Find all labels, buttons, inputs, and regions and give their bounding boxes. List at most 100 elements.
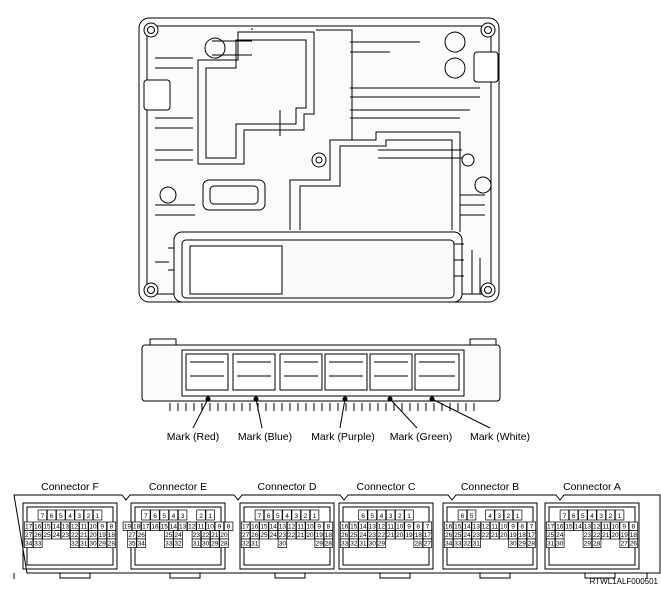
pin-number: 23 <box>473 532 481 539</box>
pin-number: 7 <box>258 513 262 520</box>
pin-number: 8 <box>520 524 524 531</box>
pin-cell <box>578 509 588 521</box>
figure-code: RTWL1ALF000501 <box>590 577 659 586</box>
mark-label-blue: Mark (Blue) <box>238 431 292 443</box>
pin-cell <box>296 530 306 540</box>
pin-number: 17 <box>424 532 432 539</box>
connector-f-housing <box>22 502 118 570</box>
pin-number: 9 <box>511 524 515 531</box>
pin-number: 26 <box>34 532 42 539</box>
pin-number: 15 <box>350 524 358 531</box>
connector-e-label: Connector E <box>149 481 207 493</box>
pin-cell <box>33 538 43 548</box>
pin-number: 24 <box>174 532 182 539</box>
pin-cell <box>268 530 278 540</box>
pin-number: 26 <box>445 532 453 539</box>
pin-number: 4 <box>285 513 289 520</box>
pin-number: 18 <box>108 532 116 539</box>
pin-number: 4 <box>488 513 492 520</box>
ecu-housing-top-view <box>138 17 500 303</box>
pin-number: 23 <box>62 532 70 539</box>
pin-number: 28 <box>593 541 601 548</box>
pin-cell <box>480 530 491 540</box>
pin-cell <box>349 538 359 548</box>
pin-number: 19 <box>509 532 517 539</box>
pin-cell <box>610 530 620 540</box>
pin-number: 10 <box>207 524 215 531</box>
pin-cell <box>164 538 174 548</box>
pin-cell <box>127 538 137 548</box>
pin-number: 10 <box>611 524 619 531</box>
pin-number: 33 <box>165 541 173 548</box>
pin-cell <box>462 538 472 548</box>
pin-number: 10 <box>306 524 314 531</box>
pin-cell <box>173 538 183 548</box>
connector-d-label: Connector D <box>258 481 317 493</box>
pin-number: 28 <box>325 541 333 548</box>
pin-number: 27 <box>621 541 629 548</box>
pin-number: 14 <box>53 524 61 531</box>
pin-cell <box>453 538 463 548</box>
pin-cell <box>526 538 537 548</box>
pin-cell <box>404 509 414 521</box>
pin-cell <box>564 521 574 531</box>
pin-number: 14 <box>463 524 471 531</box>
pin-number: 7 <box>41 513 45 520</box>
pin-number: 19 <box>316 532 324 539</box>
pin-number: 19 <box>405 532 413 539</box>
pin-number: 29 <box>584 541 592 548</box>
pin-cell <box>254 509 265 521</box>
pin-cell <box>494 509 504 521</box>
pin-number: 22 <box>378 532 386 539</box>
pin-number: 19 <box>99 532 107 539</box>
pin-number: 6 <box>153 513 157 520</box>
pin-cell <box>443 538 454 548</box>
pin-cell <box>358 509 368 521</box>
pin-number: 8 <box>110 524 114 531</box>
pin-number: 18 <box>415 532 423 539</box>
mark-labels: Mark (Red) Mark (Blue) Mark (Purple) Mar… <box>167 431 530 443</box>
connector-f-label: Connector F <box>41 481 99 493</box>
pin-number: 31 <box>359 541 367 548</box>
pin-number: 4 <box>380 513 384 520</box>
pin-number: 2 <box>507 513 511 520</box>
pin-cell <box>300 509 311 521</box>
pin-number: 6 <box>50 513 54 520</box>
pin-number: 18 <box>133 524 141 531</box>
pin-number: 21 <box>211 532 219 539</box>
pin-cell <box>282 509 292 521</box>
pin-number: 9 <box>407 524 411 531</box>
pin-number: 21 <box>602 532 610 539</box>
pin-number: 22 <box>202 532 210 539</box>
pin-cell <box>596 509 606 521</box>
pin-number: 1 <box>313 513 317 520</box>
pin-cell <box>74 509 84 521</box>
pin-number: 19 <box>621 532 629 539</box>
pin-number: 14 <box>270 524 278 531</box>
pin-number: 15 <box>565 524 573 531</box>
pin-number: 14 <box>170 524 178 531</box>
pin-number: 8 <box>327 524 331 531</box>
pin-number: 6 <box>461 513 465 520</box>
pin-number: 31 <box>473 541 481 548</box>
pin-number: 22 <box>288 532 296 539</box>
pin-cell <box>619 538 629 548</box>
pin-cell <box>83 509 94 521</box>
pin-cell <box>614 509 625 521</box>
pin-number: 25 <box>454 532 462 539</box>
pin-cell <box>555 538 565 548</box>
pin-number: 26 <box>251 532 259 539</box>
pin-number: 20 <box>611 532 619 539</box>
pin-number: 1 <box>96 513 100 520</box>
pin-number: 23 <box>279 532 287 539</box>
pin-cell <box>582 538 593 548</box>
mark-label-white: Mark (White) <box>470 431 530 443</box>
pin-number: 7 <box>563 513 567 520</box>
pin-number: 11 <box>80 524 87 531</box>
pin-number: 1 <box>407 513 411 520</box>
pin-number: 14 <box>575 524 583 531</box>
pin-number: 2 <box>398 513 402 520</box>
pin-number: 13 <box>62 524 70 531</box>
